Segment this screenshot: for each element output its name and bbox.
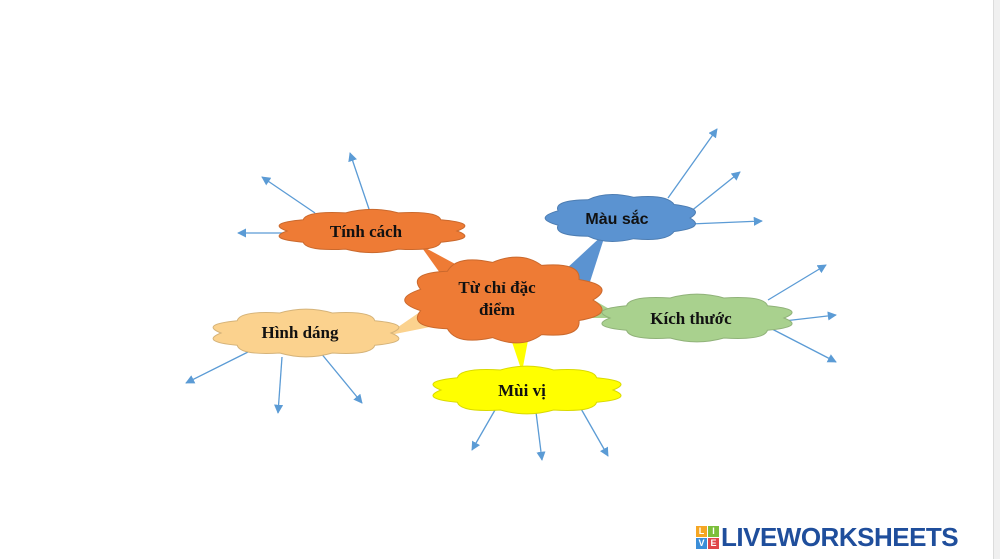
arrow-mui-vi-3 xyxy=(579,406,609,457)
arrow-mui-vi-2 xyxy=(535,411,546,461)
arrow-hinh-dang-3 xyxy=(319,351,363,404)
cloud-center xyxy=(404,256,603,344)
liveworksheets-wordmark: LIVEWORKSHEETS xyxy=(721,521,959,552)
labels: Từ chỉ đặc điểm Tính cách Màu sắc Kích t… xyxy=(261,209,732,400)
arrow-hinh-dang-1 xyxy=(185,351,249,384)
liveworksheets-logo-icon: L I V E xyxy=(696,525,719,549)
cloud-mui-vi xyxy=(432,365,622,415)
arrow-mau-sac-2 xyxy=(689,171,741,213)
window-right-edge xyxy=(993,0,1000,559)
branch-label-hinh-dang: Hình dáng xyxy=(261,323,339,342)
arrow-hinh-dang-2 xyxy=(274,356,284,414)
branch-label-mau-sac: Màu sắc xyxy=(585,209,648,228)
cloud-tinh-cach xyxy=(278,208,466,254)
arrow-tinh-cach-2 xyxy=(348,152,371,213)
arrow-tinh-cach-1 xyxy=(261,176,316,214)
arrow-mui-vi-1 xyxy=(471,409,496,451)
logo-cell-v: V xyxy=(696,537,707,549)
branch-label-tinh-cach: Tính cách xyxy=(330,222,403,241)
arrow-mau-sac-1 xyxy=(667,128,718,199)
liveworksheets-logo: L I V E LIVEWORKSHEETS xyxy=(696,521,959,552)
arrows xyxy=(185,128,837,461)
branch-label-mui-vi: Mùi vị xyxy=(498,381,546,400)
cloud-mau-sac xyxy=(544,194,696,242)
arrow-kich-thuoc-3 xyxy=(771,328,837,363)
arrow-mau-sac-3 xyxy=(689,216,763,226)
clouds xyxy=(212,194,793,415)
branch-label-kich-thuoc: Kích thước xyxy=(650,309,732,328)
arrow-kich-thuoc-1 xyxy=(767,264,827,301)
center-label-line-1: Từ chỉ đặc xyxy=(458,278,536,297)
logo-cell-l: L xyxy=(696,525,707,537)
cloud-hinh-dang xyxy=(212,308,400,358)
center-label-line-2: điểm xyxy=(479,300,515,319)
arrow-kich-thuoc-2 xyxy=(783,311,837,322)
cloud-kich-thuoc xyxy=(601,293,793,343)
logo-cell-i: I xyxy=(708,525,719,537)
logo-cell-e: E xyxy=(708,537,719,549)
